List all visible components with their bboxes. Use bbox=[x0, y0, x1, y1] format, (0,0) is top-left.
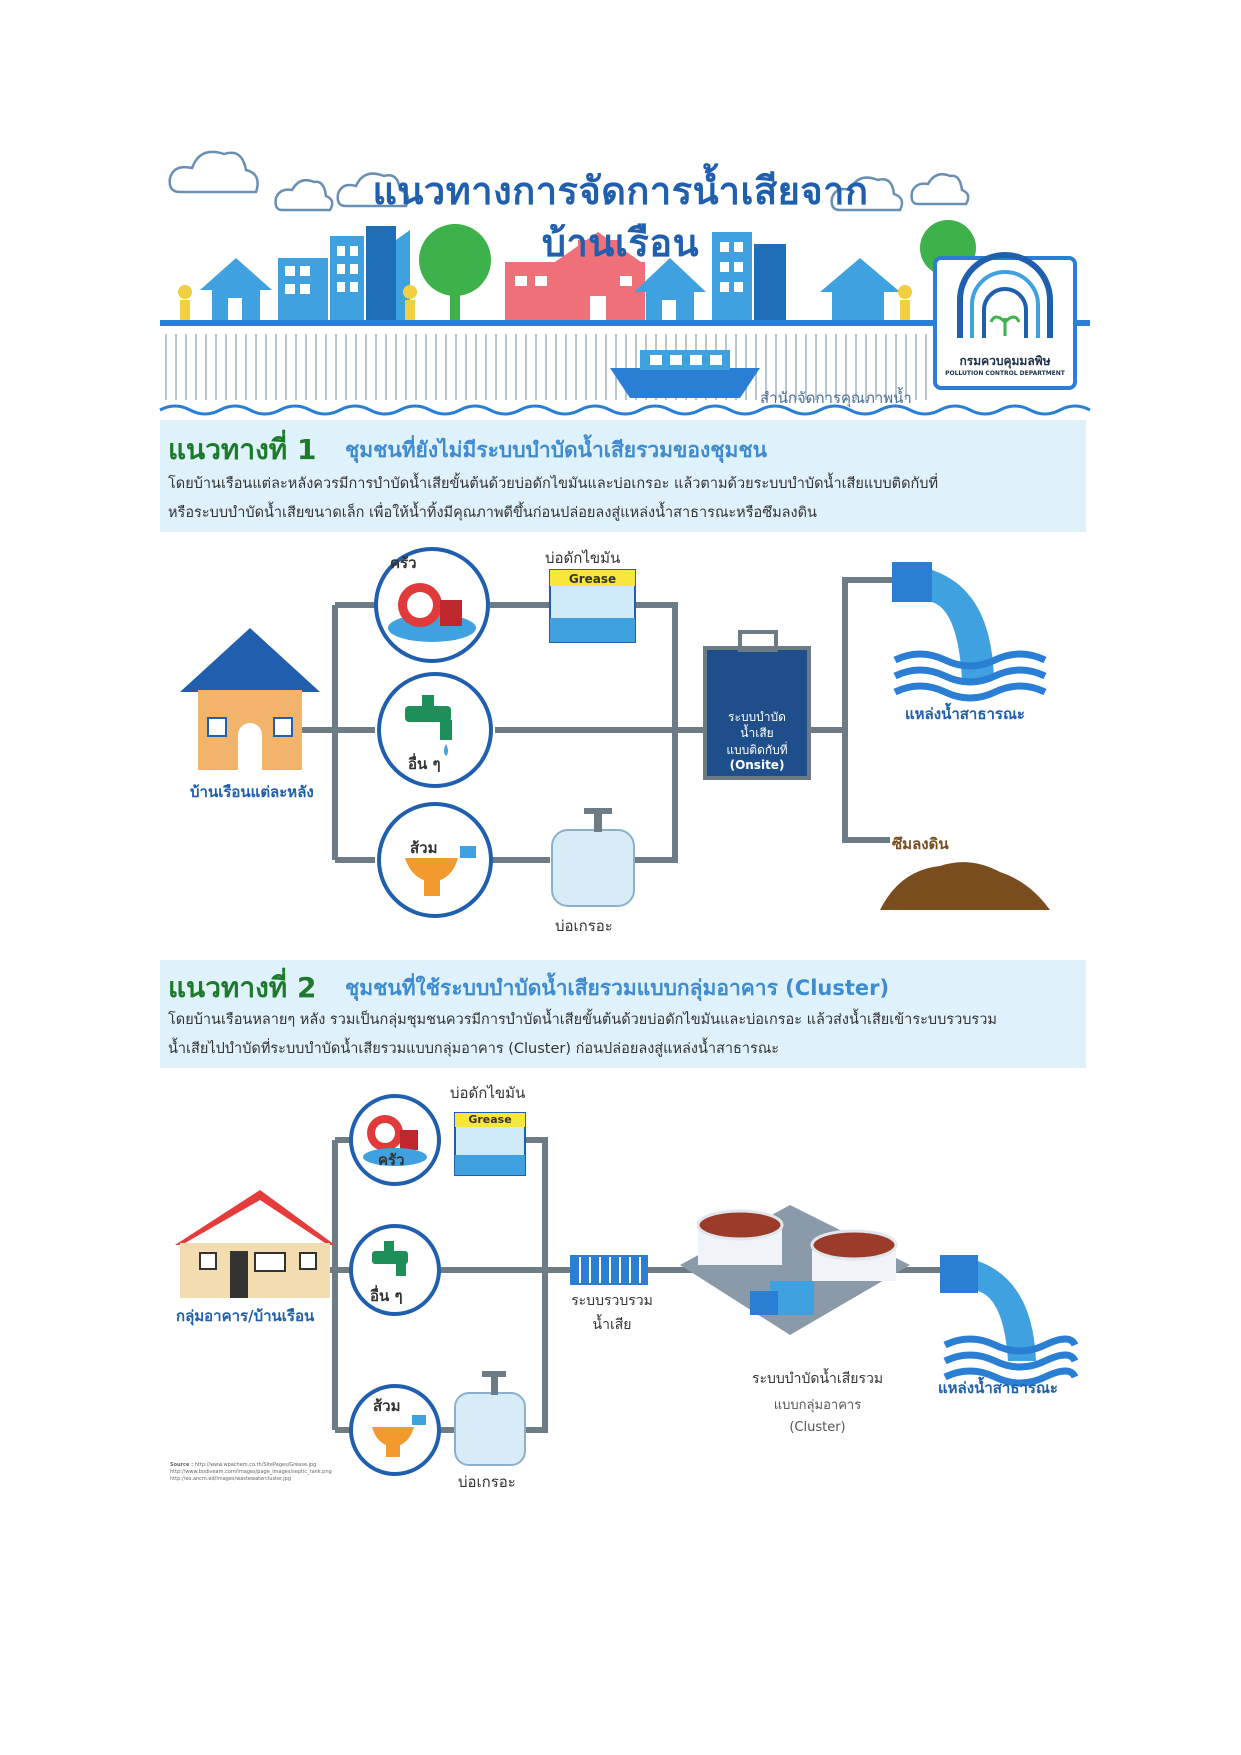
kitchen-icon bbox=[374, 547, 490, 663]
approach1-onsite-line3: แบบติดกับที่ bbox=[726, 743, 788, 757]
approach2-desc-line1: โดยบ้านเรือนหลายๆ หลัง รวมเป็นกลุ่มชุมชน… bbox=[168, 1012, 997, 1028]
source-line1: Source : http://www.wpachem.co.th/SitePa… bbox=[170, 1462, 317, 1468]
collection-system-icon bbox=[570, 1255, 648, 1285]
source-line2: http://www.bodiveam.com/images/page_imag… bbox=[170, 1469, 332, 1475]
cluster-plant-icon bbox=[680, 1205, 910, 1335]
approach2-house-label: กลุ่มอาคาร/บ้านเรือน bbox=[176, 1307, 315, 1325]
approach1-septic-label: บ่อเกรอะ bbox=[555, 917, 613, 935]
pcd-logo bbox=[933, 252, 1077, 390]
header: แนวทางการจัดการน้ำเสียจาก บ้านเรือน สำนั… bbox=[0, 0, 1241, 420]
approach2-other-label: อื่น ๆ bbox=[370, 1287, 403, 1305]
approach2-subheading: ชุมชนที่ใช้ระบบบำบัดน้ำเสียรวมแบบกลุ่มอา… bbox=[345, 976, 890, 1000]
approach1-grease-label: Grease bbox=[568, 572, 617, 586]
house-icon bbox=[180, 628, 320, 770]
grease-trap-icon bbox=[549, 569, 636, 643]
approach1-other-label: อื่น ๆ bbox=[408, 755, 441, 773]
approach1-banner bbox=[160, 420, 1086, 532]
approach2-cluster-line2: แบบกลุ่มอาคาร bbox=[773, 1398, 862, 1413]
approach1-grease-trap-label: บ่อดักไขมัน bbox=[545, 549, 621, 567]
approach1-onsite-line4: (Onsite) bbox=[729, 758, 785, 772]
logo-text: กรมควบคุมมลพิษ bbox=[959, 354, 1051, 368]
approach1-onsite-line1: ระบบบำบัด bbox=[728, 710, 786, 724]
toilet-icon bbox=[377, 802, 493, 918]
approach1-diagram bbox=[180, 547, 1050, 918]
approach1-soil-label: ซึมลงดิน bbox=[892, 835, 949, 853]
city-skyline bbox=[178, 220, 976, 320]
approach1-desc-line2: หรือระบบบำบัดน้ำเสียขนาดเล็ก เพื่อให้น้ำ… bbox=[168, 505, 817, 521]
approach2-kitchen-label: ครัว bbox=[378, 1151, 405, 1169]
grease-trap-icon-2 bbox=[454, 1112, 526, 1176]
approach2-cluster-line3: (Cluster) bbox=[789, 1420, 846, 1435]
approach2-public-water-label: แหล่งน้ำสาธารณะ bbox=[938, 1379, 1058, 1397]
approach2-collection-line2: น้ำเสีย bbox=[592, 1317, 632, 1333]
faucet-icon bbox=[377, 672, 493, 788]
approach2-banner bbox=[160, 960, 1086, 1068]
septic-tank-icon-2 bbox=[454, 1371, 526, 1466]
approach2-heading: แนวทางที่ 2 bbox=[168, 971, 317, 1004]
agency-name: สำนักจัดการคุณภาพน้ำ bbox=[760, 389, 912, 407]
kitchen-icon-2 bbox=[349, 1094, 441, 1186]
logo-subtext: POLLUTION CONTROL DEPARTMENT bbox=[945, 370, 1065, 377]
approach1-desc-line1: โดยบ้านเรือนแต่ละหลังควรมีการบำบัดน้ำเสี… bbox=[168, 476, 939, 492]
header-illustration bbox=[159, 150, 1091, 416]
soil-icon bbox=[880, 862, 1050, 910]
approach1-heading: แนวทางที่ 1 bbox=[168, 433, 317, 466]
approach2-grease-label: Grease bbox=[468, 1113, 512, 1126]
approach2-collection-line1: ระบบรวบรวม bbox=[571, 1293, 653, 1309]
approach2-septic-label: บ่อเกรอะ bbox=[458, 1473, 516, 1491]
outfall-icon-2 bbox=[940, 1255, 1079, 1387]
source-credits: Source : http://www.wpachem.co.th/SitePa… bbox=[170, 1462, 410, 1483]
approach2-desc-line2: น้ำเสียไปบำบัดที่ระบบบำบัดน้ำเสียรวมแบบก… bbox=[168, 1041, 780, 1057]
septic-tank-icon bbox=[551, 808, 635, 907]
boat-icon bbox=[610, 350, 760, 398]
approach1-kitchen-label: ครัว bbox=[390, 554, 417, 572]
source-line3: http://eo.ancm.ed/images/wastewaterclust… bbox=[170, 1476, 291, 1482]
approach2-diagram bbox=[175, 1094, 1079, 1476]
page-title-line1: แนวทางการจัดการน้ำเสียจาก bbox=[372, 169, 869, 213]
onsite-treatment-icon bbox=[703, 630, 811, 780]
approach2-cluster-line1: ระบบบำบัดน้ำเสียรวม bbox=[751, 1371, 884, 1387]
cloud-icon bbox=[168, 150, 970, 212]
page-title-line2: บ้านเรือน bbox=[541, 221, 700, 265]
toilet-icon-2 bbox=[349, 1384, 441, 1476]
approach2-toilet-label: ส้วม bbox=[373, 1397, 401, 1415]
approach1-onsite-line2: น้ำเสีย bbox=[740, 726, 774, 740]
faucet-icon-2 bbox=[349, 1224, 441, 1316]
outfall-icon bbox=[892, 562, 1047, 702]
house-group-icon bbox=[175, 1190, 335, 1298]
approach1-public-water-label: แหล่งน้ำสาธารณะ bbox=[905, 705, 1025, 723]
approach2-grease-trap-label: บ่อดักไขมัน bbox=[450, 1084, 526, 1102]
approach1-toilet-label: ส้วม bbox=[410, 839, 438, 857]
approach1-house-label: บ้านเรือนแต่ละหลัง bbox=[190, 783, 314, 801]
approach1-subheading: ชุมชนที่ยังไม่มีระบบบำบัดน้ำเสียรวมของชุ… bbox=[345, 438, 767, 462]
